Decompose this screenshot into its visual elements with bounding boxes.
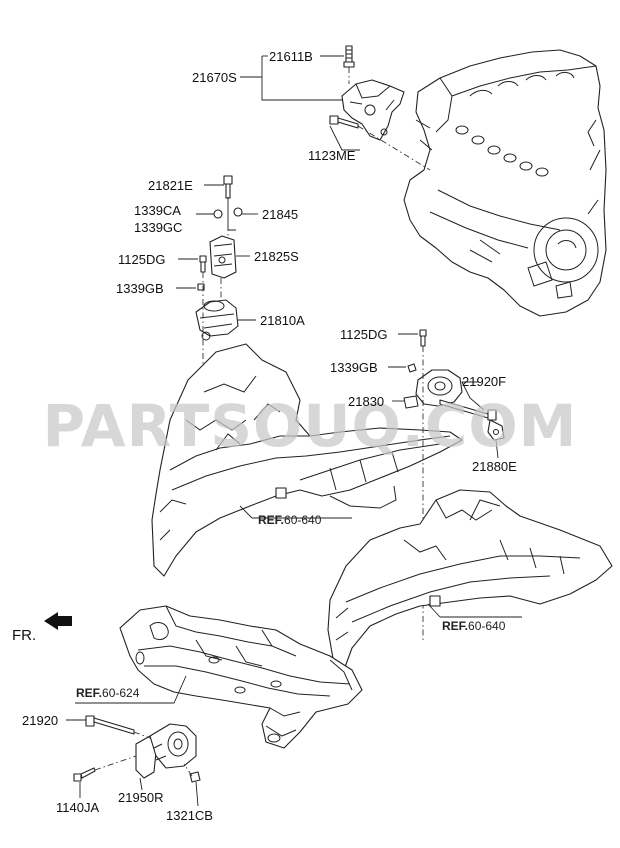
reference-prefix: REF.	[258, 513, 284, 527]
right-side-member	[327, 489, 613, 671]
label-21825S: 21825S	[254, 249, 299, 264]
part-number-labels: 21611B 21670S 1123ME 21821E 1339CA 1339G…	[22, 49, 517, 823]
engine-block	[403, 49, 607, 317]
reference-prefix: REF.	[442, 619, 468, 633]
label-1123ME: 1123ME	[308, 148, 356, 163]
front-direction-arrow-icon	[44, 612, 72, 630]
front-direction-label: FR.	[12, 627, 36, 644]
label-21880E: 21880E	[472, 459, 517, 474]
label-1140JA: 1140JA	[56, 800, 99, 815]
front-subframe	[119, 605, 363, 749]
reference-number: 60-640	[468, 619, 506, 633]
left-mount-stack	[195, 175, 243, 341]
left-side-member	[151, 343, 463, 577]
label-21821E: 21821E	[148, 178, 193, 193]
watermark-text: PARTSOUQ.COM	[43, 392, 578, 460]
label-21611B: 21611B	[269, 49, 313, 64]
reference-label-subframe: REF.60-624	[76, 686, 140, 700]
label-1339GB-left: 1339GB	[116, 281, 164, 296]
roll-rod-mount	[73, 715, 201, 783]
reference-label-right-member: REF.60-640	[442, 619, 506, 633]
leader-lines	[66, 55, 522, 807]
label-21845: 21845	[262, 207, 298, 222]
reference-labels: REF.60-640 REF.60-640 REF.60-624	[76, 513, 506, 700]
label-21810A: 21810A	[260, 313, 305, 328]
label-21950R: 21950R	[118, 790, 164, 805]
label-21920: 21920	[22, 713, 58, 728]
label-1125DG-right: 1125DG	[340, 327, 387, 342]
right-mount-stack	[403, 329, 505, 441]
label-1339CA: 1339CA	[134, 203, 181, 218]
label-1339GC: 1339GC	[134, 220, 182, 235]
reference-prefix: REF.	[76, 686, 102, 700]
reference-label-left-member: REF.60-640	[258, 513, 322, 527]
label-1321CB: 1321CB	[166, 808, 213, 823]
label-21670S: 21670S	[192, 70, 237, 85]
label-1125DG-left: 1125DG	[118, 252, 165, 267]
label-21920F: 21920F	[462, 374, 506, 389]
reference-number: 60-624	[102, 686, 140, 700]
engine-mount-bracket	[329, 45, 405, 141]
reference-number: 60-640	[284, 513, 322, 527]
label-1339GB-right: 1339GB	[330, 360, 378, 375]
label-21830: 21830	[348, 394, 384, 409]
